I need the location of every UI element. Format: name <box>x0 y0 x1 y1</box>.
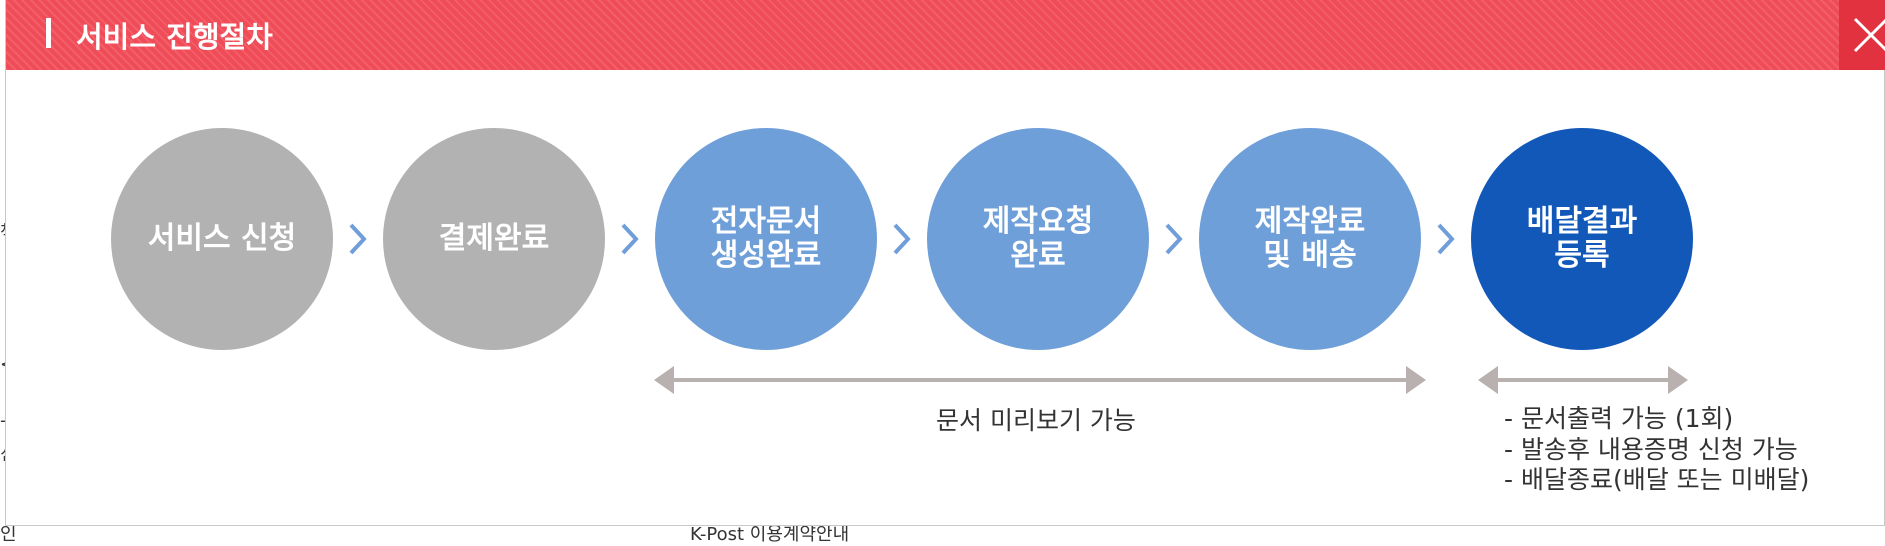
close-icon <box>1853 17 1885 53</box>
background-text-fragment: - <box>0 410 7 431</box>
result-note-item: - 문서출력 가능 (1회) <box>1504 404 1734 433</box>
chevron-right-icon <box>621 223 639 255</box>
step-production-shipped: 제작완료 및 배송 <box>1199 128 1421 350</box>
result-note-item: - 발송후 내용증명 신청 가능 <box>1504 434 1798 464</box>
result-notes: - 문서출력 가능 (1회) - 발송후 내용증명 신청 가능 - 배달종료(배… <box>1504 404 1809 496</box>
preview-range-label: 문서 미리보기 가능 <box>936 406 1136 435</box>
chevron-right-icon <box>349 223 367 255</box>
result-note-item: - 배달종료(배달 또는 미배달) <box>1504 465 1810 494</box>
title-accent-bar <box>46 18 51 48</box>
step-service-request: 서비스 신청 <box>111 128 333 350</box>
chevron-right-icon <box>1437 223 1455 255</box>
dialog-title: 서비스 진행절차 <box>76 20 273 54</box>
chevron-right-icon <box>893 223 911 255</box>
double-arrow-icon <box>654 366 1426 394</box>
step-production-requested: 제작요청 완료 <box>927 128 1149 350</box>
step-edoc-created: 전자문서 생성완료 <box>655 128 877 350</box>
chevron-right-icon <box>1165 223 1183 255</box>
double-arrow-icon <box>1478 366 1688 394</box>
close-button[interactable] <box>1839 0 1885 70</box>
step-delivery-registered: 배달결과 등록 <box>1471 128 1693 350</box>
step-payment-complete: 결제완료 <box>383 128 605 350</box>
dialog-header: 서비스 진행절차 <box>6 0 1884 70</box>
service-process-dialog: 서비스 진행절차 서비스 신청 결제완료 전자문서 생성완료 제작요청 완료 제… <box>5 0 1885 526</box>
